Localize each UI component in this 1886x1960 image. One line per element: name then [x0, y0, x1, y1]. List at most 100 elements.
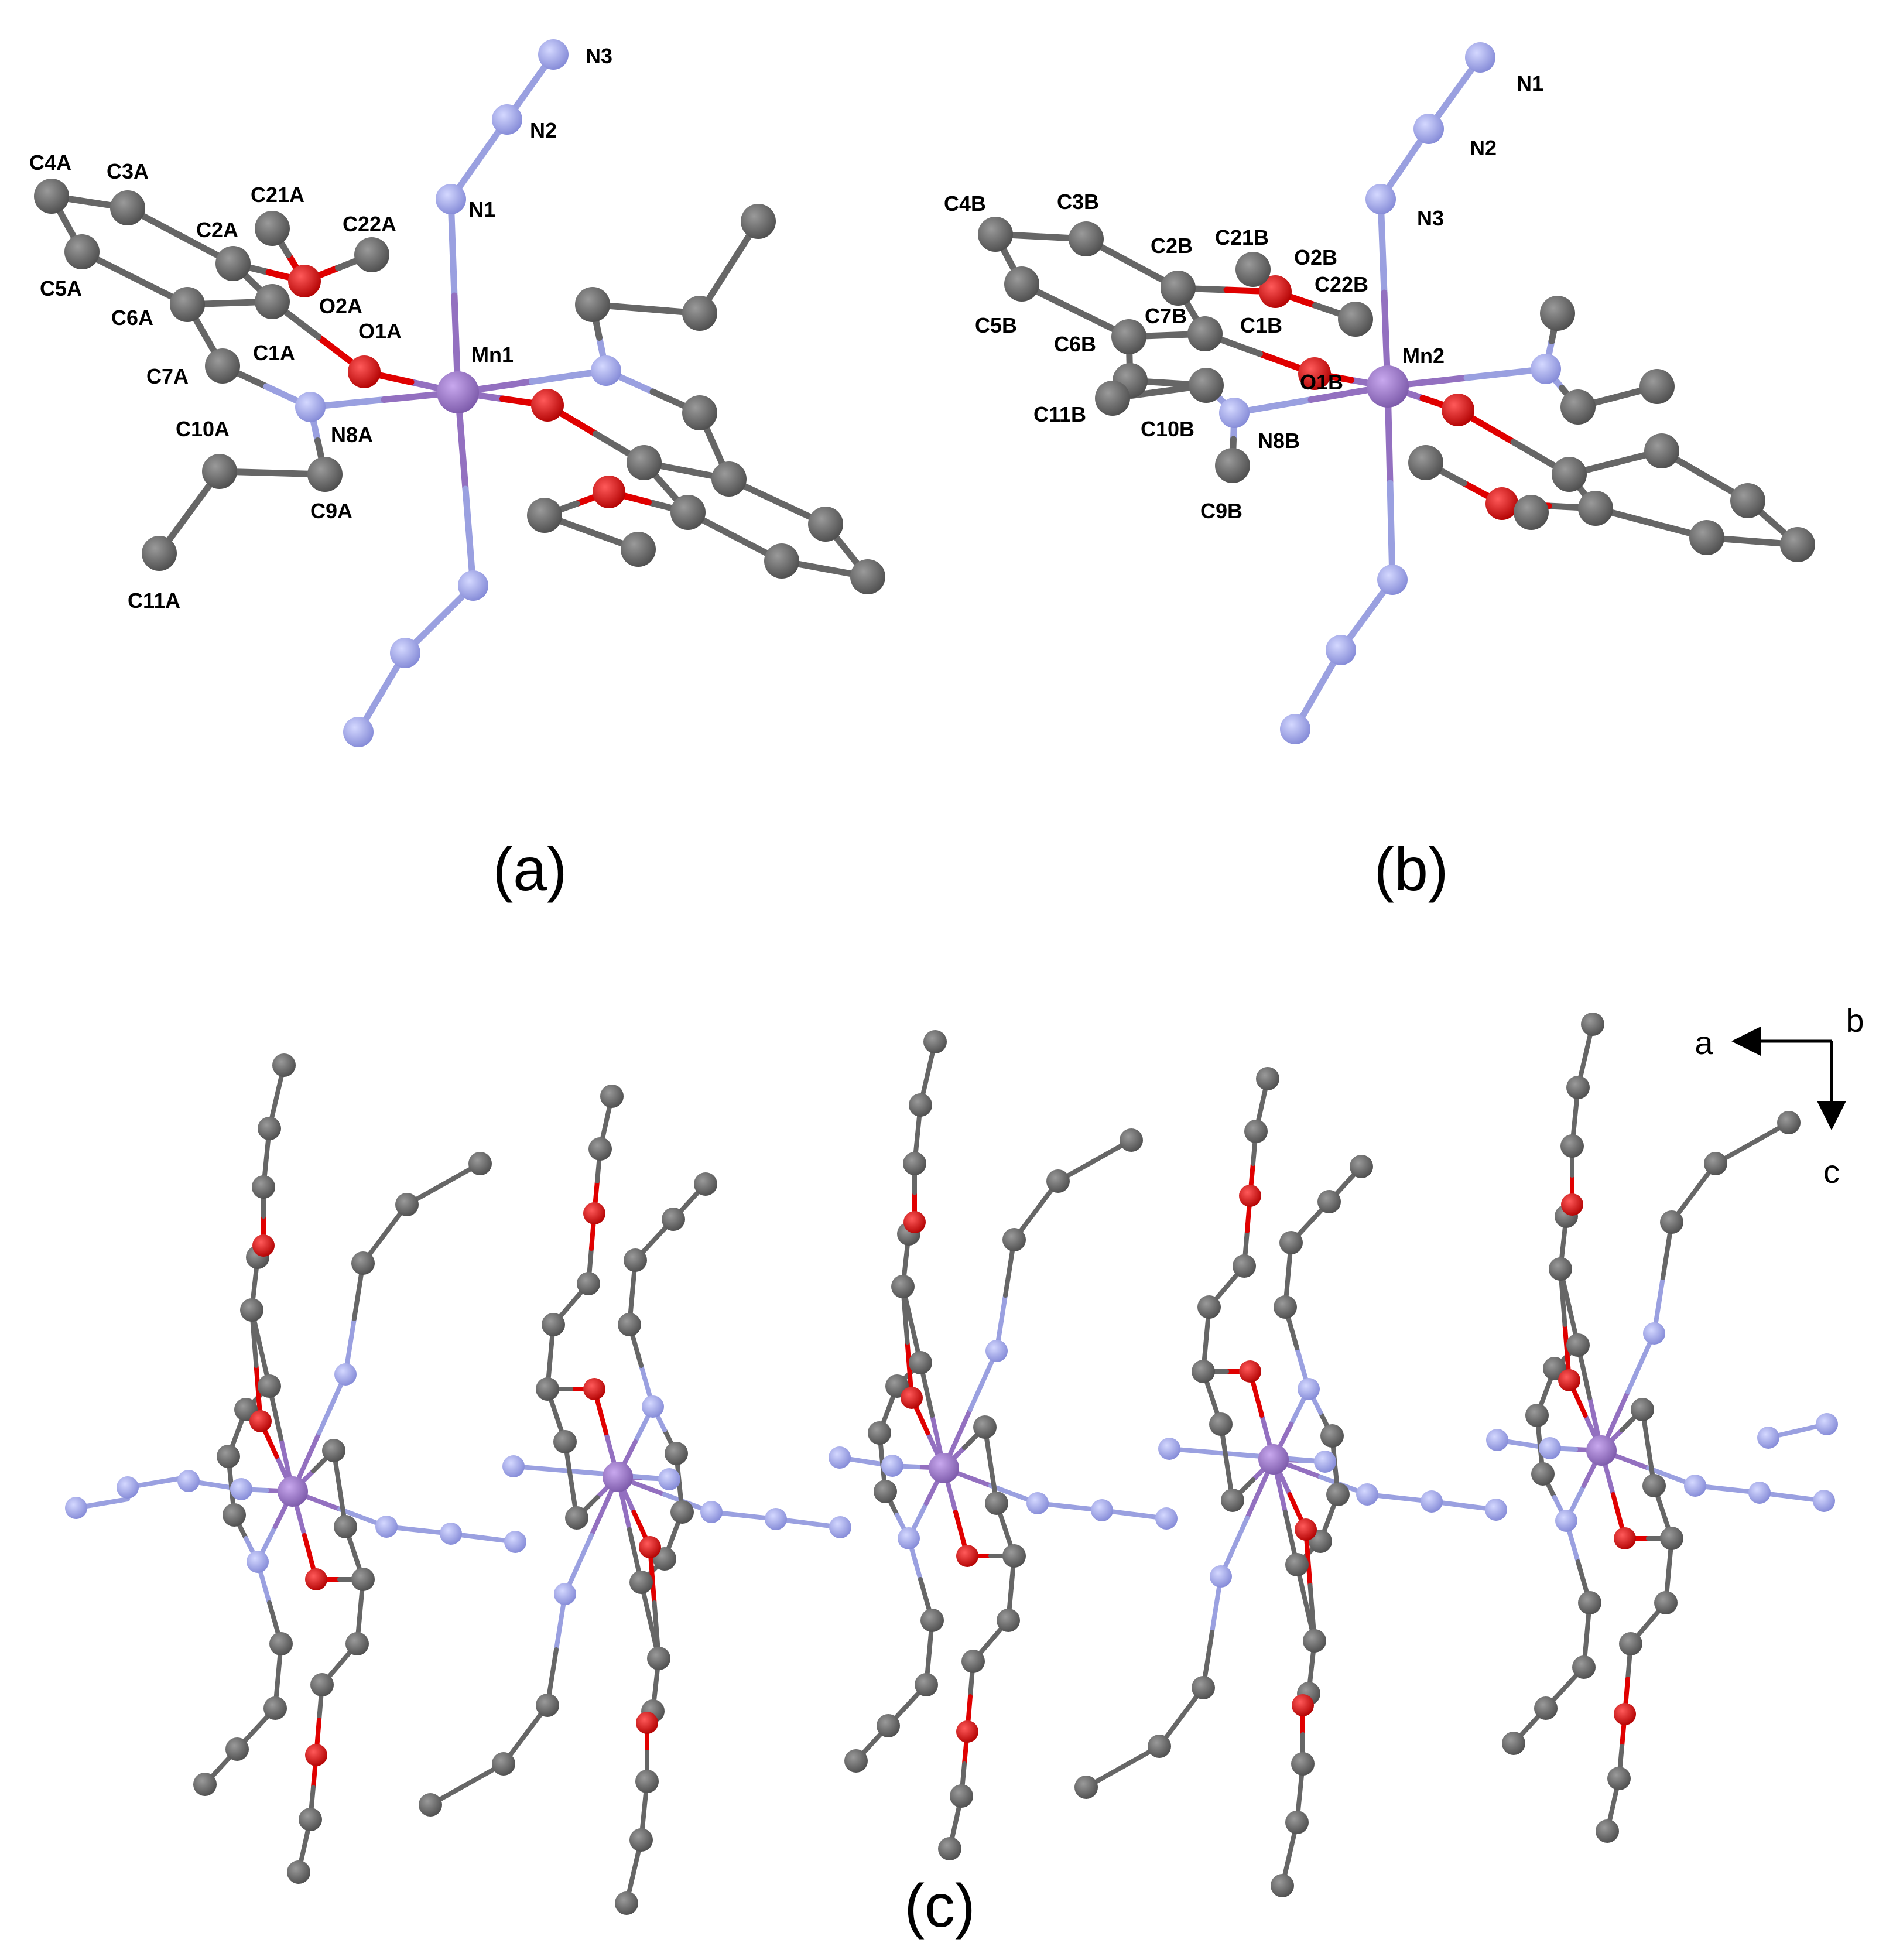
carbon-atom [877, 1714, 900, 1737]
atom-label: N2 [1470, 136, 1497, 160]
carbon-atom [915, 1673, 938, 1696]
carbon-atom [1408, 445, 1443, 480]
oxygen-atom [288, 265, 321, 297]
atom-label: C11B [1033, 402, 1086, 426]
atom-label: C9A [310, 499, 352, 523]
carbon-atom [258, 1374, 281, 1398]
nitrogen-atom [1326, 635, 1356, 665]
nitrogen-atom [1486, 1429, 1508, 1451]
atom-label: N8B [1258, 429, 1300, 453]
carbon-atom [909, 1093, 932, 1117]
carbon-atom [1326, 1483, 1350, 1506]
nitrogen-atom [1813, 1490, 1835, 1512]
nitrogen-atom [1539, 1437, 1561, 1459]
carbon-atom [923, 1030, 947, 1053]
panel-c-caption: (c) [904, 1872, 975, 1940]
carbon-atom [1285, 1553, 1309, 1576]
carbon-atom [1209, 1412, 1233, 1436]
atom-label: C10A [176, 417, 230, 441]
carbon-atom [1233, 1254, 1256, 1278]
nitrogen-atom [829, 1446, 851, 1469]
oxygen-atom [1292, 1694, 1314, 1716]
carbon-atom [1320, 1424, 1344, 1448]
carbon-atom [1704, 1152, 1727, 1175]
carbon-atom [217, 1445, 240, 1468]
nitrogen-atom [440, 1523, 462, 1545]
nitrogen-atom [642, 1395, 664, 1418]
oxygen-atom [583, 1378, 605, 1400]
carbon-atom [1317, 1190, 1341, 1213]
carbon-atom [1215, 448, 1250, 483]
carbon-atom [1514, 495, 1549, 530]
nitrogen-atom [1555, 1510, 1577, 1532]
carbon-atom [536, 1377, 559, 1401]
atom-label: O1B [1300, 370, 1343, 394]
carbon-atom [682, 395, 717, 430]
manganese-atom [1367, 365, 1409, 408]
oxygen-atom [956, 1545, 978, 1567]
nitrogen-atom [1757, 1427, 1779, 1449]
nitrogen-atom [1091, 1499, 1113, 1521]
nitrogen-atom [1413, 114, 1444, 144]
nitrogen-atom [591, 355, 621, 386]
nitrogen-atom [881, 1455, 903, 1477]
carbon-atom [193, 1773, 217, 1796]
carbon-atom [1531, 1462, 1555, 1486]
carbon-atom [110, 190, 145, 225]
oxygen-atom [348, 355, 381, 388]
carbon-atom [255, 284, 290, 319]
carbon-atom [1525, 1404, 1549, 1427]
oxygen-atom [1259, 275, 1292, 308]
carbon-atom [1578, 1591, 1601, 1614]
nitrogen-atom [1155, 1507, 1178, 1530]
carbon-atom [1095, 381, 1130, 416]
atom-label: C9B [1200, 499, 1242, 523]
bond [1167, 1446, 1250, 1458]
atom-label: N1 [468, 197, 495, 221]
carbon-atom [202, 454, 237, 489]
oxygen-atom [1485, 487, 1518, 520]
carbon-atom [34, 179, 69, 214]
carbon-atom [170, 287, 205, 322]
carbon-atom [255, 211, 290, 246]
carbon-atom [1540, 296, 1575, 331]
carbon-atom [142, 536, 177, 571]
carbon-atom [694, 1172, 717, 1196]
nitrogen-atom [1684, 1475, 1706, 1497]
carbon-atom [670, 1500, 694, 1524]
nitrogen-atom [230, 1478, 252, 1500]
nitrogen-atom [390, 638, 420, 668]
nitrogen-atom [177, 1470, 200, 1492]
carbon-atom [225, 1737, 249, 1761]
carbon-atom [1689, 520, 1724, 555]
atom-label: N3 [1417, 206, 1444, 230]
carbon-atom [542, 1313, 565, 1336]
nitrogen-atom [295, 392, 326, 422]
panel-a-atoms [34, 39, 885, 747]
carbon-atom [1187, 316, 1223, 351]
carbon-atom [1730, 483, 1765, 518]
nitrogen-atom [375, 1516, 398, 1538]
atom-label: C3A [107, 159, 149, 183]
carbon-atom [252, 1175, 275, 1199]
oxygen-atom [252, 1234, 275, 1257]
carbon-atom [1631, 1398, 1654, 1421]
carbon-atom [1549, 1257, 1572, 1281]
nitrogen-atom [765, 1508, 787, 1530]
oxygen-atom [583, 1202, 605, 1224]
carbon-atom [240, 1298, 263, 1322]
atom-label: N2 [530, 118, 557, 142]
carbon-atom [909, 1351, 932, 1374]
carbon-atom [1596, 1819, 1619, 1843]
carbon-atom [682, 296, 717, 331]
bond [462, 485, 477, 589]
carbon-atom [1660, 1210, 1683, 1234]
carbon-atom [1560, 389, 1596, 425]
atom-label: C1A [253, 341, 295, 365]
carbon-atom [1607, 1767, 1631, 1790]
nitrogen-atom [1158, 1438, 1180, 1460]
carbon-atom [1566, 1076, 1590, 1099]
carbon-atom [1046, 1169, 1070, 1193]
oxygen-atom [305, 1744, 327, 1766]
carbon-atom [553, 1430, 577, 1453]
